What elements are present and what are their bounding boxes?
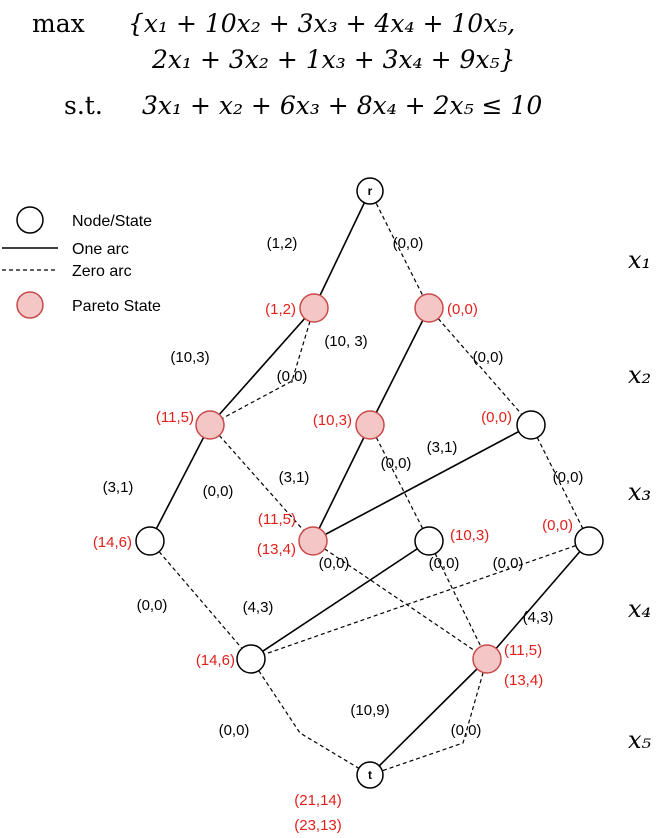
state-label-c1: (14,6)	[93, 534, 132, 551]
arc-c3-d1-one	[250, 540, 430, 660]
arc-a0-b3-zero	[428, 307, 532, 426]
layer-label-x5: x₅	[628, 726, 652, 754]
arc-label: (0,0)	[451, 722, 482, 739]
legend-pareto-label: Pareto State	[72, 298, 161, 315]
arc-label: (0,0)	[393, 235, 424, 252]
state-label-c3: (10,3)	[450, 527, 489, 544]
state-label-c2: (11,5)	[258, 511, 296, 528]
node-c3	[414, 526, 444, 556]
arc-label: (0,0)	[553, 469, 584, 486]
pareto-node-b1	[195, 410, 225, 440]
arc-d2-t-zero	[369, 658, 488, 776]
pareto-node-c2	[298, 526, 328, 556]
constraint: 3x₁ + x₂ + 6x₃ + 8x₄ + 2x₅ ≤ 10	[142, 91, 542, 120]
node-t	[356, 761, 384, 789]
pareto-node-d2	[472, 644, 502, 674]
st-keyword: s.t.	[64, 91, 103, 120]
layer-label-x2: x₂	[628, 361, 651, 389]
node-b3	[516, 410, 546, 440]
state-label-t: (23,13)	[294, 817, 342, 834]
arc-a0-b2-one	[369, 307, 430, 426]
state-label-b1: (11,5)	[156, 409, 194, 426]
legend: Node/State One arc Zero arc Pareto State	[2, 206, 161, 319]
objective-line-2: 2x₁ + 3x₂ + 1x₃ + 3x₄ + 9x₅}	[151, 45, 515, 74]
arc-label: (10,3)	[170, 349, 209, 366]
problem-formulation: max {x₁ + 10x₂ + 3x₃ + 4x₄ + 10x₅, 2x₁ +…	[32, 9, 542, 120]
arc-label: (10,9)	[350, 702, 389, 719]
arc-label: (0,0)	[473, 349, 504, 366]
pareto-node-a0	[414, 293, 444, 323]
state-label-c2: (13,4)	[257, 541, 296, 558]
arc-c1-d1-zero	[149, 540, 252, 660]
arc-b3-c4-zero	[530, 424, 590, 542]
arc-b3-c2-one	[312, 424, 532, 542]
layer-label-x3: x₃	[628, 478, 651, 506]
arc-c4-d1-zero	[250, 540, 590, 660]
objective-line-1: {x₁ + 10x₂ + 3x₃ + 4x₄ + 10x₅,	[128, 9, 515, 38]
node-c4	[574, 526, 604, 556]
nodes: rt	[135, 177, 604, 789]
state-label-t: (21,14)	[294, 792, 342, 809]
layer-label-x4: x₄	[628, 595, 651, 623]
layer-labels: x₁ x₂ x₃ x₄ x₅	[628, 246, 652, 754]
state-label-a1: (1,2)	[265, 301, 296, 318]
arc-label: (0,0)	[277, 368, 308, 385]
arc-label: (0,0)	[493, 555, 524, 572]
node-letter-t: t	[368, 768, 372, 782]
node-letter-r: r	[368, 184, 373, 198]
arc-d1-t-zero	[250, 658, 371, 776]
node-r	[356, 177, 384, 205]
max-keyword: max	[32, 9, 85, 38]
arc-b2-c2-one	[312, 424, 371, 542]
labels: (1,2)(0,0)(10,3)(0,0)(10, 3)(0,0)(3,1)(0…	[93, 235, 584, 834]
legend-node-label: Node/State	[72, 213, 152, 230]
arc-label: (0,0)	[319, 555, 350, 572]
arc-label: (0,0)	[137, 597, 168, 614]
state-label-d2: (13,4)	[504, 672, 543, 689]
state-label-c4: (0,0)	[542, 517, 573, 534]
arc-label: (0,0)	[429, 555, 460, 572]
legend-one-arc-label: One arc	[72, 241, 129, 258]
arc-label: (0,0)	[219, 722, 250, 739]
node-c1	[135, 526, 165, 556]
arc-label: (3,1)	[427, 439, 458, 456]
arc-label: (3,1)	[103, 479, 134, 496]
arc-d2-t-one	[369, 658, 488, 776]
legend-pareto-icon	[16, 291, 44, 319]
state-label-d2: (11,5)	[504, 642, 542, 659]
arc-c4-d2-one	[486, 540, 590, 660]
state-label-b3: (0,0)	[481, 409, 512, 426]
arc-b2-c3-zero	[369, 424, 430, 542]
pareto-node-a1	[299, 293, 329, 323]
node-d1	[236, 644, 266, 674]
arcs	[149, 190, 590, 776]
arc-label: (4,3)	[243, 599, 274, 616]
legend-node-icon	[16, 206, 44, 234]
state-label-b2: (10,3)	[313, 412, 352, 429]
arc-a1-b1-one	[209, 307, 315, 426]
arc-label: (10, 3)	[324, 333, 367, 350]
layer-label-x1: x₁	[628, 246, 651, 274]
arc-label: (0,0)	[381, 455, 412, 472]
arc-r-a0-zero	[369, 190, 430, 309]
arc-label: (3,1)	[279, 469, 310, 486]
pareto-node-b2	[355, 410, 385, 440]
arc-b1-c2-zero	[209, 424, 314, 542]
state-label-d1: (14,6)	[196, 652, 235, 669]
arc-label: (1,2)	[267, 235, 298, 252]
arc-c3-d2-zero	[428, 540, 488, 660]
arc-b1-c1-one	[149, 424, 211, 542]
arc-label: (4,3)	[523, 609, 554, 626]
legend-zero-arc-label: Zero arc	[72, 263, 132, 280]
arc-r-a1-one	[313, 190, 371, 309]
arc-c2-d2-zero	[312, 540, 488, 660]
state-label-a0: (0,0)	[447, 301, 478, 318]
arc-label: (0,0)	[203, 483, 234, 500]
